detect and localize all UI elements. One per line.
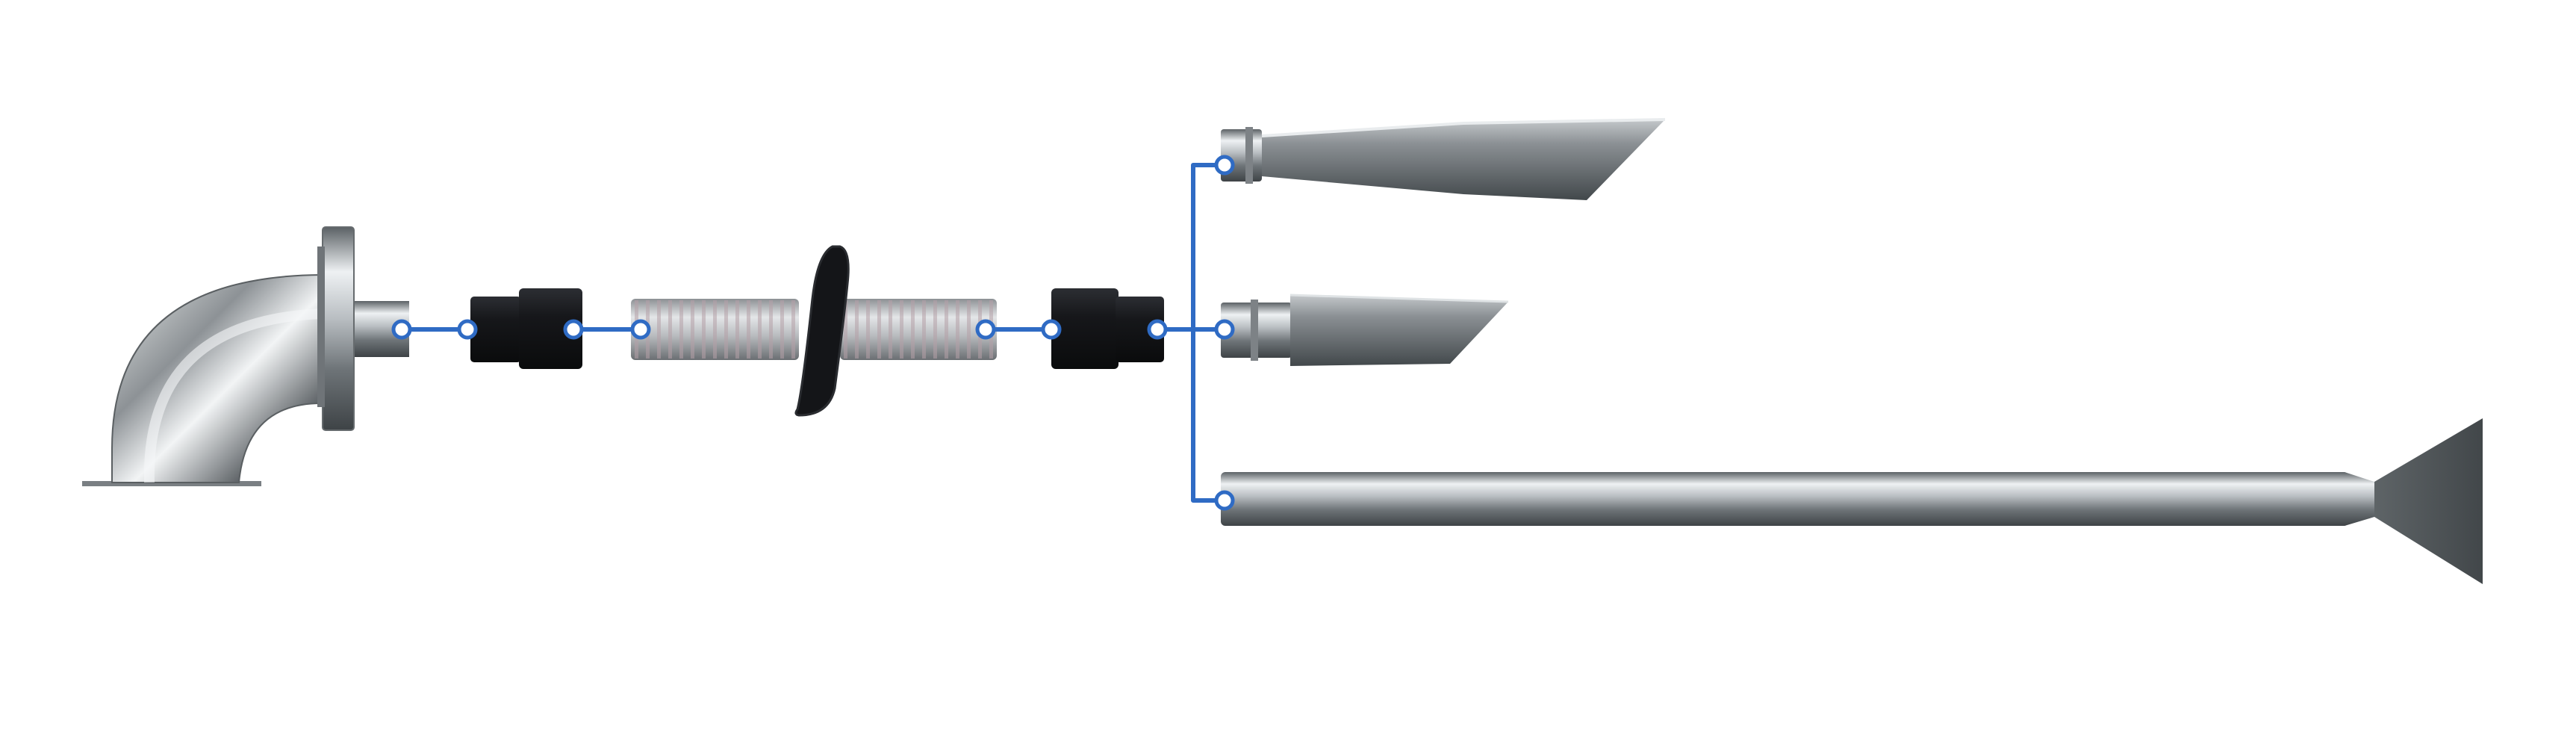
rubber-coupler-1 — [470, 288, 582, 369]
connector-lines — [391, 155, 1235, 511]
hose-rib — [702, 300, 706, 359]
hose-rib — [911, 300, 915, 359]
hose-rib — [758, 300, 762, 359]
nozzle-1-ring — [1245, 127, 1253, 184]
flexible-hose — [631, 245, 997, 417]
elbow-flange-ring — [322, 226, 355, 431]
hose-rib — [844, 300, 847, 359]
coupler-1-small — [470, 297, 521, 362]
hose-rib — [877, 300, 881, 359]
hose-rib — [735, 300, 739, 359]
long-tube-fan-nozzle — [1221, 418, 2483, 584]
tapered-wedge-nozzle — [1221, 118, 1666, 200]
hose-rib — [791, 300, 795, 359]
hose-rib — [679, 300, 683, 359]
node-nozzle-3-in — [1214, 490, 1235, 511]
branch-trunk — [1191, 163, 1227, 503]
hose-rib — [769, 300, 773, 359]
hose-rib — [668, 300, 672, 359]
node-hose-in — [630, 319, 651, 340]
elbow-body — [111, 273, 322, 483]
elbow-flange — [82, 226, 409, 486]
short-wedge-nozzle — [1221, 294, 1509, 366]
hose-rib — [967, 300, 971, 359]
elbow-highlight — [143, 308, 322, 483]
hose-rib — [933, 300, 937, 359]
hose-rib — [922, 300, 926, 359]
node-coupler1-in — [457, 319, 478, 340]
hose-rib — [657, 300, 661, 359]
nozzle-2-top-highlight — [1289, 294, 1509, 303]
hose-rib — [866, 300, 870, 359]
hose-rib — [945, 300, 948, 359]
hose-rib — [956, 300, 959, 359]
hose-rib — [713, 300, 717, 359]
hose-rib — [889, 300, 892, 359]
nozzle-3-fan — [2374, 418, 2483, 584]
elbow-flange-edge — [317, 246, 325, 407]
node-coupler2-out — [1147, 319, 1168, 340]
elbow-base-plate — [82, 481, 261, 486]
rubber-coupler-2 — [1051, 288, 1164, 369]
node-elbow-out — [391, 319, 412, 340]
hose-corrugation — [635, 300, 993, 359]
coupler-2-small — [1116, 297, 1164, 362]
node-hose-out — [975, 319, 996, 340]
nozzle-1-top-highlight — [1261, 118, 1666, 137]
hose-rib — [780, 300, 784, 359]
hose-rib — [900, 300, 903, 359]
hose-rib — [691, 300, 694, 359]
hose-right-segment — [840, 299, 997, 360]
nozzle-2-ring — [1251, 300, 1258, 361]
hose-break-symbol — [794, 245, 850, 417]
nozzle-2-wedge — [1290, 295, 1508, 366]
nozzle-3-tube — [1221, 472, 2348, 526]
node-coupler1-out — [563, 319, 584, 340]
nozzle-1-taper — [1262, 120, 1665, 200]
node-nozzle-2-in — [1214, 319, 1235, 340]
hose-rib — [724, 300, 728, 359]
hose-rib — [747, 300, 750, 359]
coupler-1-large — [519, 288, 582, 369]
hose-rib — [855, 300, 859, 359]
nozzle-3-taper — [2345, 472, 2374, 526]
node-nozzle-1-in — [1214, 155, 1235, 176]
coupler-2-large — [1051, 288, 1119, 369]
node-coupler2-in — [1041, 319, 1062, 340]
